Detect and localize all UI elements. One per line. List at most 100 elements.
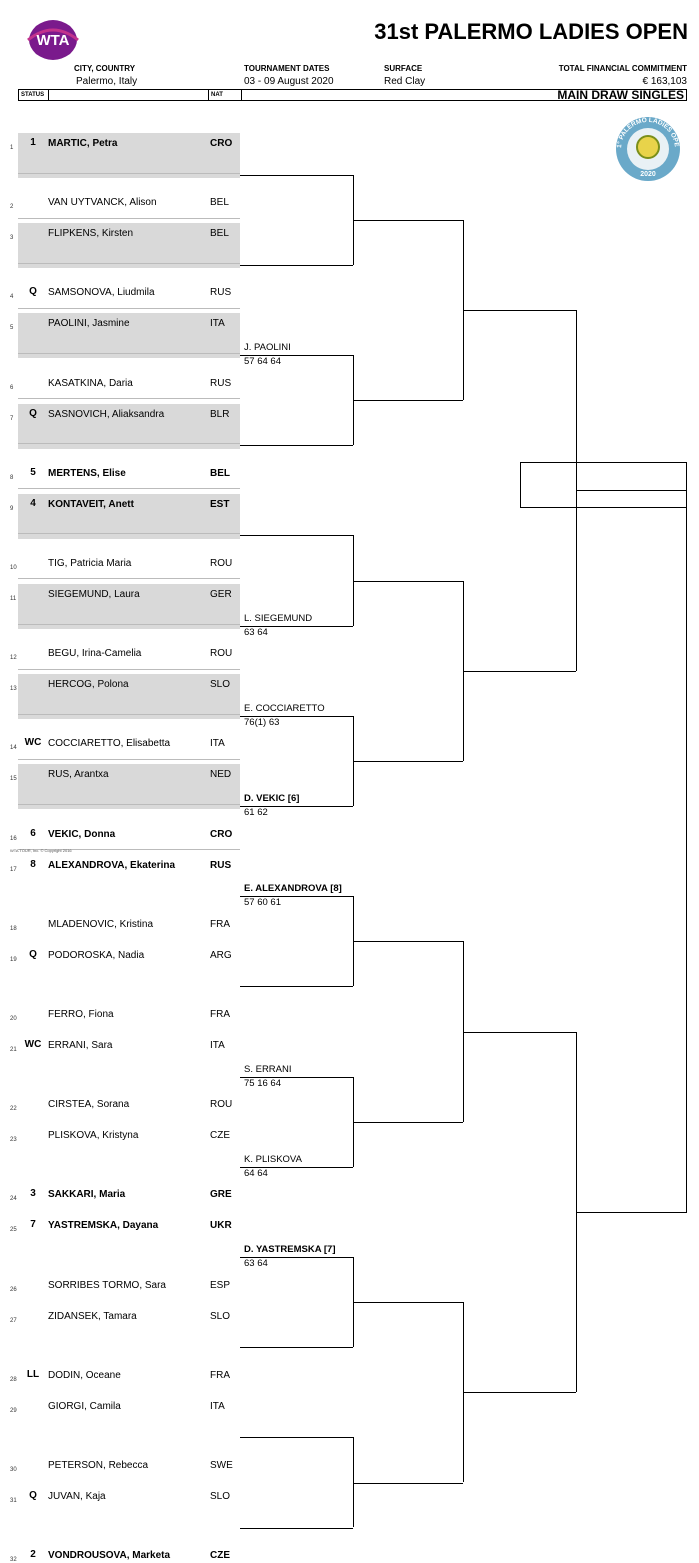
player-name[interactable]: TIG, Patricia Maria <box>48 557 132 569</box>
player-name[interactable]: HERCOG, Polona <box>48 679 129 691</box>
player-name[interactable]: FLIPKENS, Kirsten <box>48 228 134 240</box>
draw-position: 15 <box>10 776 17 783</box>
seed-status: LL <box>26 1368 40 1380</box>
surface-value: Red Clay <box>384 76 426 87</box>
player-nationality: SLO <box>210 1491 231 1502</box>
player-name[interactable]: SIEGEMUND, Laura <box>48 589 140 600</box>
player-nationality: ITA <box>210 1040 225 1051</box>
round2-winner-name[interactable]: S. ERRANI <box>244 1063 292 1075</box>
round2-winner-name[interactable]: K. PLISKOVA <box>244 1153 302 1165</box>
bracket-line-semi <box>576 490 687 492</box>
player-name[interactable]: VEKIC, Donna <box>48 828 116 840</box>
dates-value: 03 - 09 August 2020 <box>244 76 334 87</box>
player-name[interactable]: SORRIBES TORMO, Sara <box>48 1279 166 1291</box>
bracket-connector-r2 <box>353 535 354 626</box>
player-name[interactable]: ZIDANSEK, Tamara <box>48 1310 137 1322</box>
bracket-line-r3 <box>463 1031 576 1033</box>
player-name[interactable]: ERRANI, Sara <box>48 1040 113 1051</box>
player-name[interactable]: CIRSTEA, Sorana <box>48 1099 130 1111</box>
winner-box <box>520 462 687 508</box>
player-name[interactable]: KASATKINA, Daria <box>48 377 133 389</box>
player-name[interactable]: GIORGI, Camila <box>48 1400 121 1412</box>
bracket-line-r1 <box>240 1437 353 1439</box>
player-name[interactable]: RUS, Arantxa <box>48 769 109 781</box>
seed-status: Q <box>29 1490 37 1501</box>
pair-separator <box>18 533 240 535</box>
round2-score: 57 60 61 <box>244 897 281 909</box>
draw-position: 4 <box>10 294 14 301</box>
player-name[interactable]: DODIN, Oceane <box>48 1369 121 1381</box>
draw-position: 18 <box>10 925 17 932</box>
pair-separator <box>18 803 240 805</box>
round2-winner-name[interactable]: D. YASTREMSKA [7] <box>244 1244 336 1255</box>
player-nationality: GRE <box>210 1189 232 1201</box>
player-nationality: FRA <box>210 1369 230 1381</box>
player-name[interactable]: COCCIARETTO, Elisabetta <box>48 738 171 750</box>
shaded-match-block <box>18 674 240 720</box>
player-name[interactable]: PODOROSKA, Nadia <box>48 949 145 961</box>
player-nationality: CRO <box>210 138 233 149</box>
player-name[interactable]: SASNOVICH, Aliaksandra <box>48 408 165 420</box>
player-name[interactable]: FERRO, Fiona <box>48 1008 114 1020</box>
player-name[interactable]: VAN UYTVANCK, Alison <box>48 197 157 209</box>
player-nationality: EST <box>210 498 230 510</box>
round2-winner-name[interactable]: E. COCCIARETTO <box>244 702 325 714</box>
bracket-line-r2 <box>353 580 463 582</box>
player-name[interactable]: YASTREMSKA, Dayana <box>48 1220 159 1232</box>
player-name[interactable]: SAMSONOVA, Liudmila <box>48 287 155 299</box>
bracket-line-r1 <box>240 625 353 627</box>
bracket-line-r2 <box>353 400 463 401</box>
bracket-line-r1 <box>240 806 353 807</box>
pair-separator <box>18 623 240 625</box>
player-name[interactable]: PETERSON, Rebecca <box>48 1459 149 1471</box>
player-nationality: FRA <box>210 918 230 930</box>
player-name[interactable]: MLADENOVIC, Kristina <box>48 918 154 930</box>
player-name[interactable]: MERTENS, Elise <box>48 467 126 479</box>
player-name[interactable]: VONDROUSOVA, Marketa <box>48 1550 171 1562</box>
draw-position: 9 <box>10 505 14 512</box>
shaded-match-block <box>18 584 240 629</box>
player-nationality: UKR <box>210 1220 232 1232</box>
seed-status: 1 <box>30 137 36 148</box>
surface-label: SURFACE <box>384 64 423 73</box>
player-nationality: RUS <box>210 859 232 871</box>
pair-separator <box>18 352 240 354</box>
round2-winner-name[interactable]: L. SIEGEMUND <box>244 612 313 624</box>
bracket-line-r2 <box>353 1302 463 1304</box>
shaded-match-block <box>18 493 240 539</box>
bracket-line-r1 <box>240 354 353 356</box>
player-name[interactable]: PAOLINI, Jasmine <box>48 318 130 330</box>
player-name[interactable]: SAKKARI, Maria <box>48 1189 126 1201</box>
pair-separator <box>18 307 240 309</box>
player-name[interactable]: BEGU, Irina-Camelia <box>48 648 142 660</box>
seed-status: 6 <box>30 827 36 839</box>
round2-score: 63 64 <box>244 1258 268 1269</box>
player-nationality: CZE <box>210 1130 230 1142</box>
bracket-line-r2 <box>353 941 463 943</box>
draw-position: 30 <box>10 1466 17 1473</box>
round2-winner-name[interactable]: E. ALEXANDROVA [8] <box>244 883 342 895</box>
bracket-connector-final-bottom <box>686 508 687 1212</box>
bracket-line-r1 <box>240 986 353 988</box>
player-name[interactable]: JUVAN, Kaja <box>48 1491 106 1502</box>
round2-winner-name[interactable]: J. PAOLINI <box>244 341 291 353</box>
player-name[interactable]: MARTIC, Petra <box>48 138 118 149</box>
player-nationality: BEL <box>210 228 229 240</box>
player-nationality: NED <box>210 769 232 781</box>
player-name[interactable]: PLISKOVA, Kristyna <box>48 1130 139 1142</box>
bracket-line-r3 <box>463 309 576 311</box>
seed-status: WC <box>24 737 42 749</box>
round2-score: 76(1) 63 <box>244 716 280 728</box>
bracket-line-r1 <box>240 1527 353 1529</box>
bracket-line-r1 <box>240 535 353 537</box>
seed-status: 2 <box>30 1549 36 1561</box>
player-name[interactable]: ALEXANDROVA, Ekaterina <box>48 859 176 871</box>
draw-position: 32 <box>10 1557 17 1563</box>
bracket-line-r2 <box>353 1121 463 1123</box>
bracket-line-r1 <box>240 445 353 447</box>
pair-separator <box>18 668 240 670</box>
bracket-line-r2 <box>353 1482 463 1484</box>
round2-winner-name[interactable]: D. VEKIC [6] <box>244 793 300 804</box>
seed-status: 3 <box>30 1188 36 1200</box>
player-name[interactable]: KONTAVEIT, Anett <box>48 498 134 510</box>
